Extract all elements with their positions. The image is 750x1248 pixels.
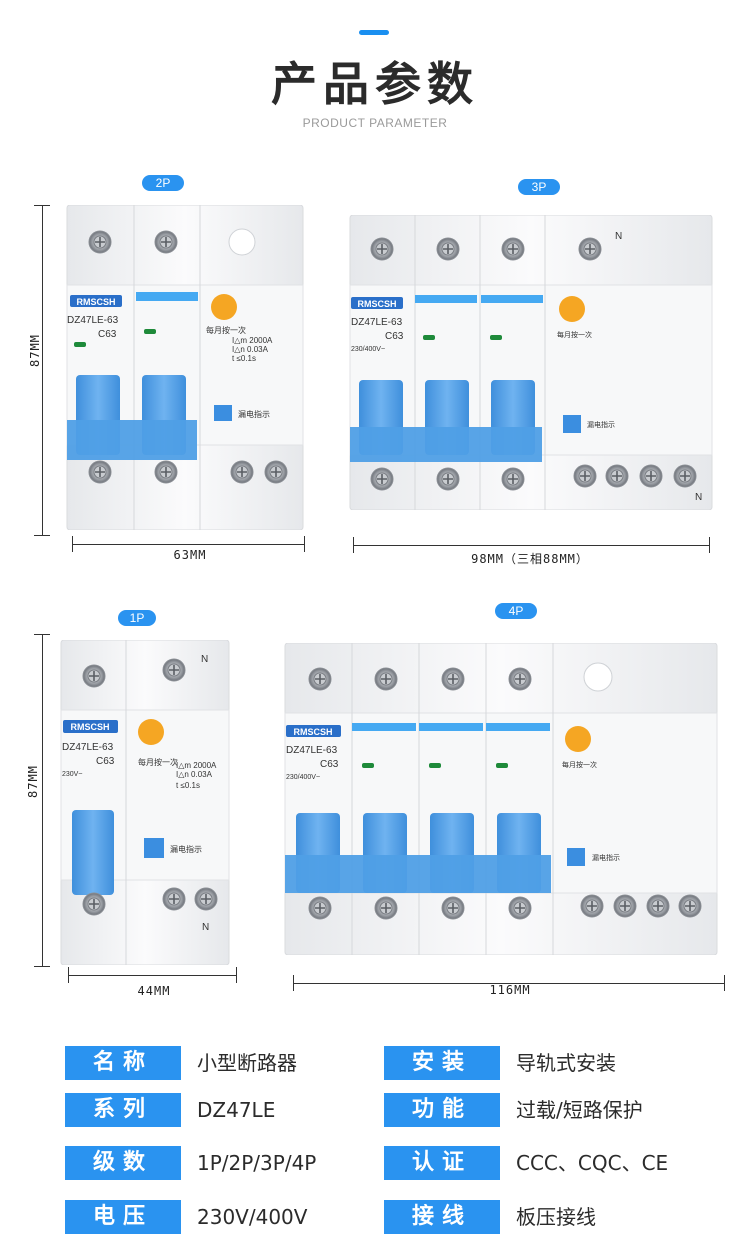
spec-value-voltage: 230V/400V [197,1205,308,1229]
press-monthly-2p: 每月按一次 [206,325,246,335]
tag-1p: 1P [118,610,156,626]
brand-label-1p: RMSCSH [70,722,109,732]
header-accent-bar [359,30,389,35]
dim-tick-bottom-2p [34,535,50,536]
spec-value-poles: 1P/2P/3P/4P [197,1151,317,1175]
spec-label-series: 系列 [65,1093,181,1127]
page-subtitle: PRODUCT PARAMETER [302,116,448,130]
brand-label-4p: RMSCSH [293,727,332,737]
model-label-2p: DZ47LE-63 [67,315,119,326]
spec-line-1-1p: I△m 2000A [176,761,217,770]
dim-tick-left-2p [72,536,73,552]
neutral-mark-3p-bottom: N [695,492,702,503]
spec-value-cert: CCC、CQC、CE [516,1151,669,1175]
breaker-1p-image: N RMSCSH DZ47LE-63 C63 230V~ 每月按一次 I△m 2… [60,640,230,965]
model-label-3p: DZ47LE-63 [351,317,403,328]
model-label-1p: DZ47LE-63 [62,742,114,753]
spec-label-install: 安装 [384,1046,500,1080]
dim-tick-right-3p [709,537,710,553]
dim-width-label-3p: 98MM（三相88MM） [471,552,589,566]
voltage-label-4p: 230/400V~ [286,774,320,781]
tag-2p: 2P [142,175,184,191]
spec-line-1-2p: I△m 2000A [232,336,273,345]
dim-width-label-2p: 63MM [173,548,207,562]
leak-indicator-1p: 漏电指示 [170,844,202,854]
press-monthly-1p: 每月按一次 [138,757,178,767]
spec-value-series: DZ47LE [197,1098,276,1122]
spec-line-2-1p: I△n 0.03A [176,770,213,779]
spec-label-cert: 认证 [384,1146,500,1180]
spec-label-name: 名称 [65,1046,181,1080]
voltage-label-1p: 230V~ [62,771,82,778]
dim-height-label-2p: 87MM [28,334,42,367]
dim-tick-right-1p [236,967,237,983]
neutral-mark-1p-bottom: N [202,922,209,933]
dim-line-width-2p [72,544,304,545]
dim-tick-left-1p [68,967,69,983]
spec-value-install: 导轨式安装 [516,1051,616,1075]
dim-height-label-1p: 87MM [26,765,40,798]
leak-indicator-4p: 漏电指示 [592,853,620,862]
spec-label-function: 功能 [384,1093,500,1127]
dim-tick-bottom-1p [34,966,50,967]
neutral-mark-1p: N [201,654,208,665]
dim-tick-left-4p [293,975,294,991]
spec-label-poles: 级数 [65,1146,181,1180]
press-monthly-4p: 每月按一次 [562,760,597,769]
press-monthly-3p: 每月按一次 [557,330,592,339]
dim-line-width-3p [353,545,709,546]
leak-indicator-2p: 漏电指示 [238,409,270,419]
voltage-label-3p: 230/400V~ [351,346,385,353]
dim-tick-right-2p [304,536,305,552]
spec-value-name: 小型断路器 [197,1051,297,1075]
breaker-2p-image: RMSCSH DZ47LE-63 C63 每月按一次 I△m 2000A I△n… [66,205,304,530]
tag-3p: 3P [518,179,560,195]
rating-label-1p: C63 [96,756,115,767]
dim-tick-top-1p [34,634,50,635]
dim-tick-left-3p [353,537,354,553]
breaker-4p-image: RMSCSH DZ47LE-63 C63 230/400V~ 每月按一次 漏电指… [284,643,718,955]
dim-width-label-4p: 116MM [489,983,531,997]
tag-4p: 4P [495,603,537,619]
model-label-4p: DZ47LE-63 [286,745,338,756]
spec-line-3-2p: t ≤0.1s [232,354,256,363]
dim-width-label-1p: 44MM [137,984,171,998]
rating-label-2p: C63 [98,329,117,340]
spec-line-3-1p: t ≤0.1s [176,781,200,790]
dim-line-height-2p [42,205,43,535]
brand-label-2p: RMSCSH [76,297,115,307]
neutral-mark-3p: N [615,231,622,242]
rating-label-3p: C63 [385,331,404,342]
page-title: 产品参数 [271,57,479,111]
dim-line-width-1p [68,975,236,976]
dim-tick-right-4p [724,975,725,991]
spec-label-voltage: 电压 [65,1200,181,1234]
spec-label-wiring: 接线 [384,1200,500,1234]
leak-indicator-3p: 漏电指示 [587,420,615,429]
dim-tick-top-2p [34,205,50,206]
dim-line-height-1p [42,634,43,966]
rating-label-4p: C63 [320,759,339,770]
spec-value-function: 过载/短路保护 [516,1098,643,1122]
brand-label-3p: RMSCSH [357,299,396,309]
dim-line-width-4p [293,983,725,984]
spec-value-wiring: 板压接线 [516,1205,596,1229]
spec-line-2-2p: I△n 0.03A [232,345,269,354]
breaker-3p-image: N RMSCSH DZ47LE-63 C63 230/400V~ 每月按一次 漏… [349,215,713,510]
